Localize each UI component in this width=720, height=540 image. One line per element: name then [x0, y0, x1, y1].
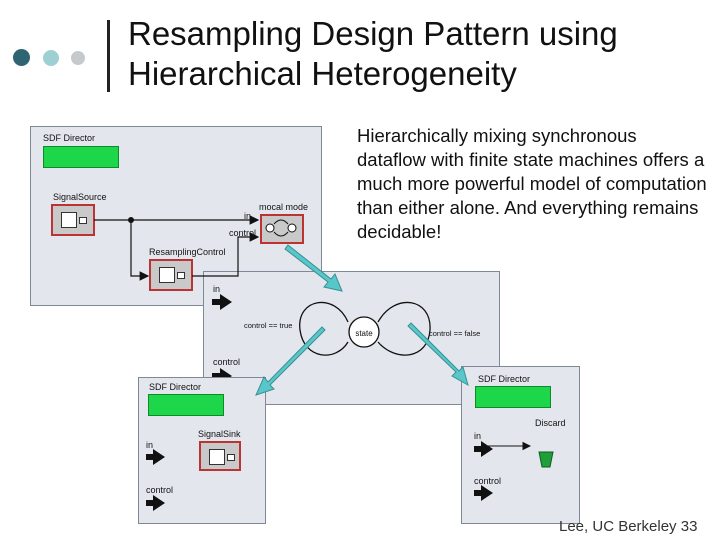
right-refinement-panel: SDF Director Discard in control: [461, 366, 580, 524]
refinement-arrows: [255, 244, 469, 396]
top-model-panel: SDF Director SignalSource mocal mode in …: [30, 126, 322, 306]
signal-source-label: SignalSource: [53, 192, 107, 202]
guard-left-label: control == true: [244, 321, 293, 330]
right-port-control-label: control: [474, 476, 502, 486]
bullet-light-dot: [43, 50, 59, 66]
right-in-port-icon: [481, 441, 493, 457]
arrow-mode-to-fsm: [284, 244, 343, 292]
bullet-dark-dot: [13, 49, 30, 66]
fsm-state-label: state: [355, 329, 373, 338]
discard-bin-icon[interactable]: [538, 451, 554, 468]
top-director-block[interactable]: [43, 146, 119, 168]
slide-title: Resampling Design Pattern using Hierarch…: [128, 14, 688, 94]
top-director-label: SDF Director: [43, 133, 96, 143]
wire-junction-dot: [128, 217, 134, 223]
actor-icon: [61, 212, 87, 228]
fsm-control-port-bar: [212, 373, 222, 379]
discard-label: Discard: [535, 418, 566, 428]
guard-right-label: control == false: [429, 329, 481, 338]
left-control-port-icon: [153, 495, 165, 511]
arrow-fsm-to-right: [407, 322, 469, 387]
actor-icon: [209, 449, 235, 465]
actor-icon: [159, 267, 185, 283]
body-paragraph: Hierarchically mixing synchronous datafl…: [357, 125, 707, 242]
right-port-in-label: in: [474, 431, 482, 441]
arrow-fsm-to-left: [255, 326, 326, 396]
right-control-port-bar: [474, 490, 483, 496]
left-port-in-label: in: [146, 440, 154, 450]
fsm-in-port-icon: [220, 294, 232, 310]
signal-sink-label: SignalSink: [198, 429, 241, 439]
left-in-port-bar: [146, 454, 155, 460]
right-director-label: SDF Director: [478, 374, 531, 384]
right-control-port-icon: [481, 485, 493, 501]
left-director-block[interactable]: [148, 394, 224, 416]
fsm-in-port-bar: [212, 299, 222, 305]
signal-sink-actor[interactable]: [199, 441, 241, 471]
left-refinement-panel: SDF Director SignalSink in control: [138, 377, 266, 524]
left-in-port-icon: [153, 449, 165, 465]
fsm-transitions: [299, 301, 431, 356]
mode-label: mocal mode: [259, 202, 309, 212]
slide-title-line1: Resampling Design Pattern using: [128, 15, 618, 52]
slide-footer: Lee, UC Berkeley 33: [559, 518, 698, 535]
signal-source-actor[interactable]: [51, 204, 95, 236]
right-in-port-bar: [474, 446, 483, 452]
fsm-port-control-label: control: [213, 357, 241, 367]
left-port-control-label: control: [146, 485, 174, 495]
mode-fsm-glyph: [265, 219, 297, 237]
fsm-port-in-label: in: [213, 284, 221, 294]
title-divider: [107, 20, 110, 92]
resampler-actor[interactable]: [149, 259, 193, 291]
resampler-label: ResamplingControl: [149, 247, 226, 257]
left-director-label: SDF Director: [149, 382, 202, 392]
fsm-state-node[interactable]: [348, 316, 380, 348]
bullet-gray-dot: [71, 51, 85, 65]
top-model-wires: [94, 215, 260, 281]
left-control-port-bar: [146, 500, 155, 506]
slide-title-line2: Hierarchical Heterogeneity: [128, 55, 517, 92]
right-director-block[interactable]: [475, 386, 551, 408]
mode-port-in-label: in: [244, 211, 252, 221]
mode-port-control-label: control: [229, 228, 257, 238]
